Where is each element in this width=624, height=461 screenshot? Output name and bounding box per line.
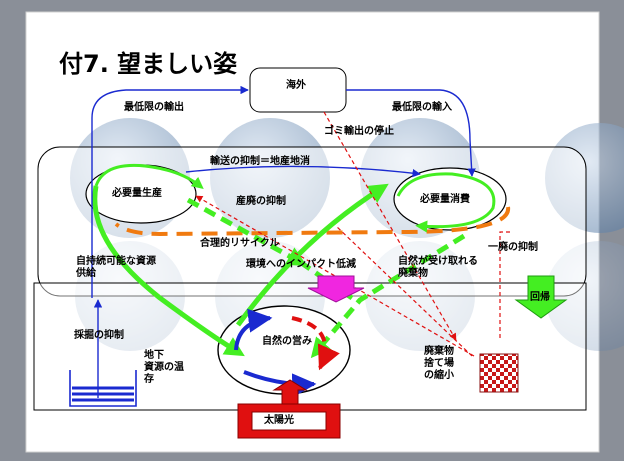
nature-cycle-blue-bottom [243, 370, 317, 398]
waste-suppress-1-label: 産廃の抑制 [236, 196, 286, 207]
production-label: 必要量生産 [112, 188, 162, 199]
waste-flows [195, 111, 510, 357]
import-arrow [346, 89, 476, 177]
stop-waste-export-label: ゴミ輸出の停止 [324, 126, 394, 137]
waste-suppress-2-label: 一廃の抑制 [488, 242, 538, 253]
nature-label: 自然の営み [262, 336, 312, 347]
impact-arrow [307, 275, 365, 303]
consumption-label: 必要量消費 [420, 194, 470, 205]
return-arrow [514, 275, 568, 319]
min-import-label: 最低限の輸入 [392, 102, 452, 113]
page-title: 付7. 望ましい姿 [59, 50, 238, 78]
recycle-flow [114, 206, 511, 237]
nature-cycle-red [291, 316, 340, 371]
green-cycle [92, 163, 496, 359]
recycle-label: 合理的リサイクル [200, 238, 280, 249]
mining-label: 採掘の抑制 [74, 330, 124, 341]
underground-label: 地下 資源の温 存 [144, 350, 184, 385]
underground-node [69, 370, 137, 407]
nature-cycle-blue [234, 308, 273, 351]
impact-label: 環境へのインパクト低減 [246, 259, 356, 270]
export-arrow [91, 85, 249, 298]
min-export-label: 最低限の輸出 [124, 102, 184, 113]
return-label: 回帰 [530, 292, 550, 303]
acceptable-waste-label: 自然が受け取れる 廃棄物 [398, 256, 478, 279]
consumption-node [393, 167, 507, 231]
transport-arrow [185, 165, 421, 178]
landfill-node [479, 353, 519, 393]
sunlight-label: 太陽光 [264, 415, 294, 426]
sunlight-arrow-head [272, 379, 308, 405]
sustainable-supply-label: 自持続可能な資源 供給 [76, 256, 156, 279]
overseas-label: 海外 [286, 80, 306, 91]
transport-label: 輸送の抑制＝地産地消 [210, 156, 310, 167]
landfill-label: 廃棄物 捨て場 の縮小 [424, 346, 454, 381]
